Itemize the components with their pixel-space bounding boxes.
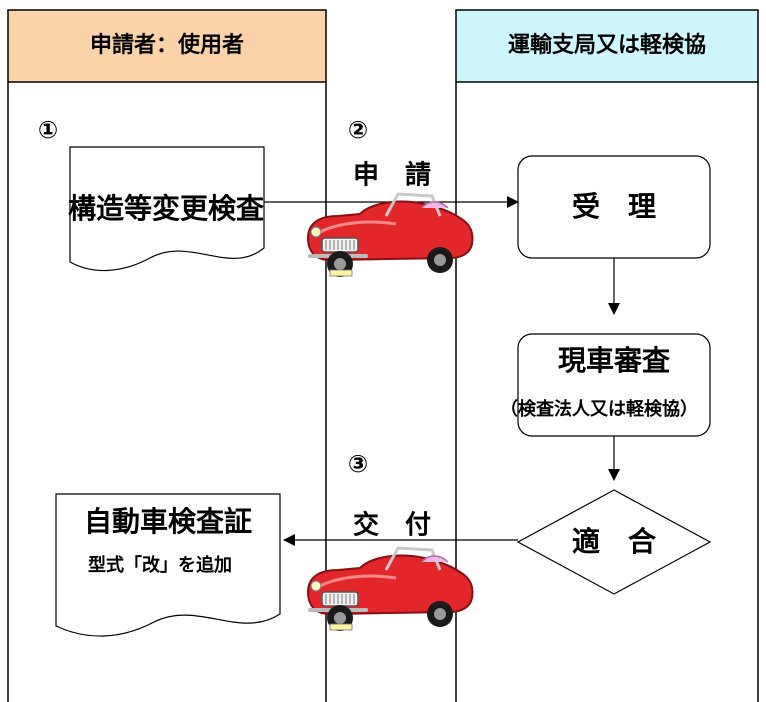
lane-header-applicant — [7, 9, 327, 83]
document-inspection-shape — [69, 146, 265, 272]
flow-label-issue: 交 付 — [353, 510, 431, 541]
document-certificate-label: 自動車検査証 — [84, 505, 252, 538]
document-certificate-note: 型式「改」を追加 — [88, 554, 232, 576]
lane-header-bureau — [455, 9, 759, 83]
process-receipt-label: 受 理 — [572, 190, 656, 223]
document-inspection-label: 構造等変更検査 — [68, 192, 264, 225]
red-car-icon — [306, 546, 475, 633]
process-vehicle-review-label: 現車審査 — [558, 344, 670, 377]
step-marker-2: ② — [348, 116, 368, 144]
decision-diamond — [516, 489, 712, 595]
lane-header-bureau-label: 運輸支局又は軽検協 — [508, 32, 706, 58]
decision-label: 適 合 — [572, 525, 657, 558]
step-marker-1: ① — [38, 116, 58, 144]
document-certificate-shape — [55, 493, 281, 637]
step-marker-3: ③ — [348, 450, 368, 478]
lane-header-applicant-label: 申請者：使用者 — [90, 32, 244, 58]
process-vehicle-review-note: （検査法人又は軽検協） — [500, 398, 698, 420]
red-car-icon — [306, 192, 475, 279]
flow-label-apply: 申 請 — [353, 160, 431, 191]
